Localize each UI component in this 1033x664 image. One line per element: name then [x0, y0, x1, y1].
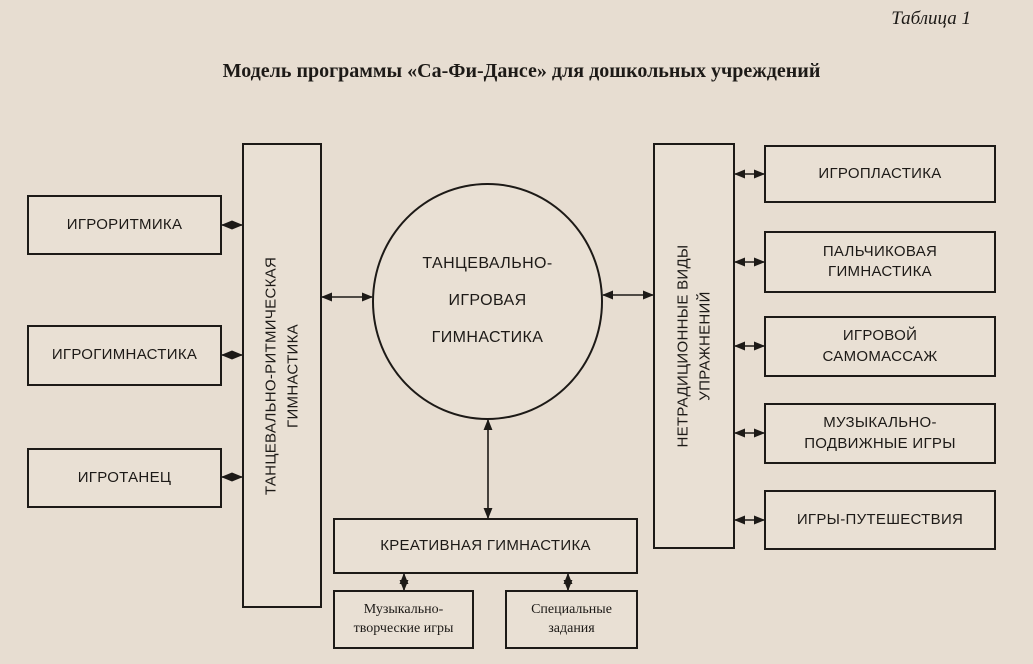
- special-tasks-line1: Специальные: [531, 602, 612, 618]
- igroplastika-line1: ИГРОПЛАСТИКА: [818, 164, 942, 182]
- box-muzykalno-podvizhnye: МУЗЫКАЛЬНО- ПОДВИЖНЫЕ ИГРЫ: [764, 403, 996, 464]
- box-igroritmika-label: ИГРОРИТМИКА: [66, 215, 183, 233]
- box-igrovoy-samomassazh: ИГРОВОЙ САМОМАССАЖ: [764, 316, 996, 377]
- circle-line2: ИГРОВАЯ: [448, 292, 527, 310]
- box-musical-creative-games: Музыкально- творческие игры: [333, 590, 474, 649]
- box-igroplastika: ИГРОПЛАСТИКА: [764, 145, 996, 203]
- box-creative-gymnastics: КРЕАТИВНАЯ ГИМНАСТИКА: [333, 518, 638, 574]
- circle-dance-game-gymnastics: ТАНЦЕВАЛЬНО- ИГРОВАЯ ГИМНАСТИКА: [372, 183, 603, 420]
- diagram-title: Модель программы «Са-Фи-Дансе» для дошко…: [222, 60, 821, 82]
- box-igroritmika: ИГРОРИТМИКА: [27, 195, 222, 255]
- creative-gymnastics-label: КРЕАТИВНАЯ ГИМНАСТИКА: [380, 536, 591, 554]
- nontraditional-exercises-label: НЕТРАДИЦИОННЫЕ ВИДЫ УПРАЖНЕНИЙ: [672, 244, 716, 447]
- special-tasks-line2: задания: [548, 620, 595, 636]
- podvizhnye-line2: ПОДВИЖНЫЕ ИГРЫ: [804, 434, 956, 452]
- palchikovaya-line1: ПАЛЬЧИКОВАЯ: [822, 242, 938, 260]
- nontraditional-line1: НЕТРАДИЦИОННЫЕ ВИДЫ: [674, 244, 692, 448]
- podvizhnye-line1: МУЗЫКАЛЬНО-: [823, 414, 937, 432]
- box-igrogimnastika-label: ИГРОГИМНАСТИКА: [51, 346, 198, 364]
- table-label: Таблица 1: [891, 8, 971, 29]
- rhythmic-gymnastics-line2: ГИМНАСТИКА: [284, 323, 301, 428]
- circle-line1: ТАНЦЕВАЛЬНО-: [422, 255, 553, 273]
- musical-creative-line1: Музыкально-: [363, 602, 444, 618]
- box-special-tasks: Специальные задания: [505, 590, 638, 649]
- box-palchikovaya-gimnastika: ПАЛЬЧИКОВАЯ ГИМНАСТИКА: [764, 231, 996, 293]
- musical-creative-line2: творческие игры: [353, 620, 454, 636]
- box-nontraditional-exercises: НЕТРАДИЦИОННЫЕ ВИДЫ УПРАЖНЕНИЙ: [653, 143, 735, 549]
- puteshestviya-line1: ИГРЫ-ПУТЕШЕСТВИЯ: [796, 510, 964, 528]
- samomassazh-line1: ИГРОВОЙ: [842, 327, 918, 345]
- palchikovaya-line2: ГИМНАСТИКА: [828, 263, 932, 280]
- box-igrotanets-label: ИГРОТАНЕЦ: [77, 468, 172, 486]
- rhythmic-gymnastics-line1: ТАНЦЕВАЛЬНО-РИТМИЧЕСКАЯ: [262, 256, 280, 495]
- box-rhythmic-gymnastics: ТАНЦЕВАЛЬНО-РИТМИЧЕСКАЯ ГИМНАСТИКА: [242, 143, 322, 608]
- box-igry-puteshestviya: ИГРЫ-ПУТЕШЕСТВИЯ: [764, 490, 996, 550]
- box-igrotanets: ИГРОТАНЕЦ: [27, 448, 222, 508]
- rhythmic-gymnastics-label: ТАНЦЕВАЛЬНО-РИТМИЧЕСКАЯ ГИМНАСТИКА: [260, 256, 304, 494]
- circle-line3: ГИМНАСТИКА: [431, 328, 544, 346]
- samomassazh-line2: САМОМАССАЖ: [822, 347, 938, 365]
- nontraditional-line2: УПРАЖНЕНИЙ: [696, 291, 713, 401]
- box-igrogimnastika: ИГРОГИМНАСТИКА: [27, 325, 222, 386]
